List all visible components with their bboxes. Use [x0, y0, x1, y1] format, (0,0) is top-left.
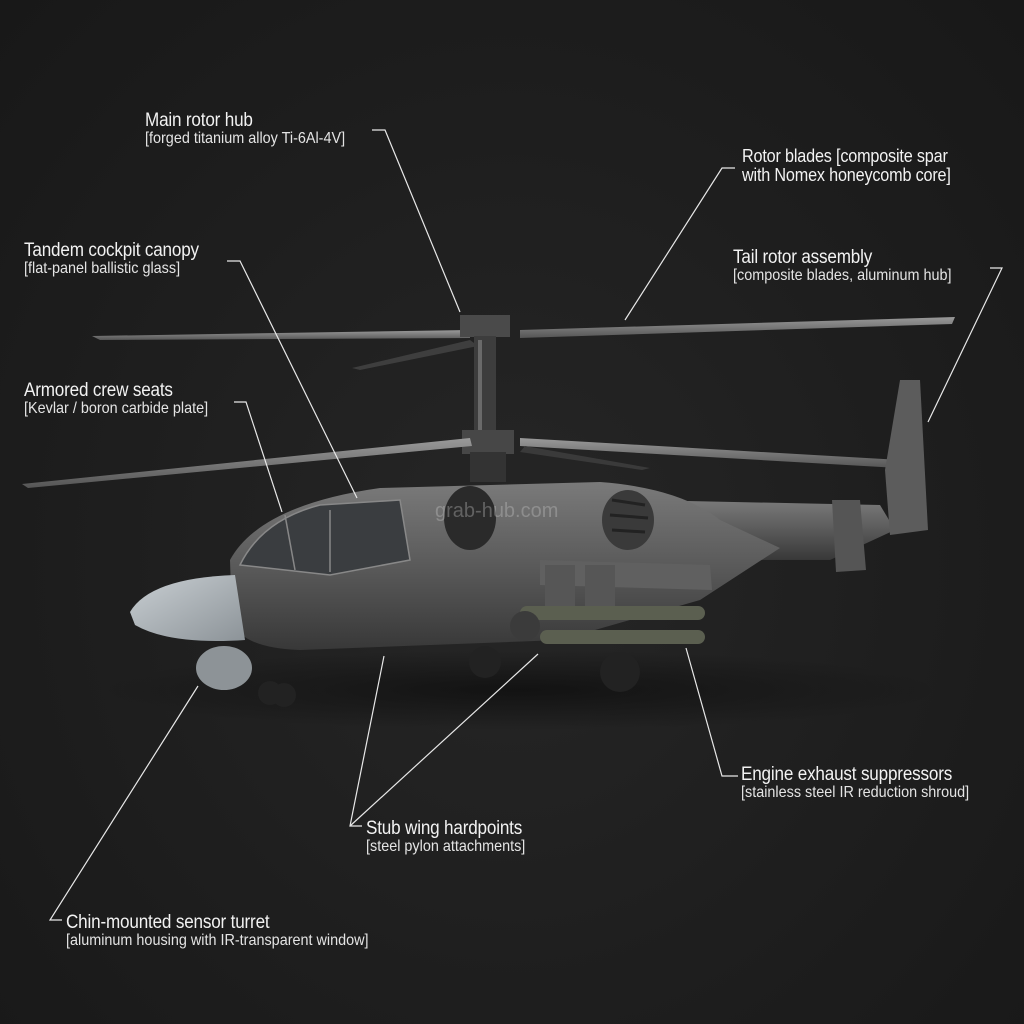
- leader-rotor-blades: [624, 167, 735, 321]
- callout-chin-mounted-sensor-turret: Chin-mounted sensor turret [aluminum hou…: [66, 913, 402, 950]
- chin-sensor-turret: [196, 646, 252, 690]
- leader-stub-wing-hardpoints-b: [349, 653, 539, 827]
- leader-tandem-cockpit-canopy: [227, 260, 358, 499]
- callout-title: Engine exhaust suppressors: [741, 764, 953, 785]
- engine-exhaust: [602, 490, 654, 550]
- callout-material: [steel pylon attachments]: [366, 837, 526, 855]
- leader-tail-rotor-assembly: [927, 267, 1003, 423]
- stabilizer-fin: [832, 500, 866, 572]
- callout-engine-exhaust-suppressors: Engine exhaust suppressors [stainless st…: [741, 765, 994, 802]
- leader-chin-mounted-sensor-turret: [48, 685, 199, 921]
- callout-armored-crew-seats: Armored crew seats [Kevlar / boron carbi…: [24, 381, 229, 418]
- callout-tandem-cockpit-canopy: Tandem cockpit canopy [flat-panel ballis…: [24, 241, 218, 278]
- leader-lines: [48, 129, 1003, 921]
- weapon-pod-upper: [520, 606, 705, 620]
- engine-intake: [444, 486, 496, 550]
- callout-title: Rotor blades [composite spar: [742, 146, 948, 166]
- landing-gear: [258, 646, 640, 707]
- callout-stub-wing-hardpoints: Stub wing hardpoints [steel pylon attach…: [366, 819, 543, 856]
- callout-material: [aluminum housing with IR-transparent wi…: [66, 931, 369, 949]
- callout-material: [composite blades, aluminum hub]: [733, 266, 952, 284]
- rotor-mast: [460, 315, 514, 482]
- leader-main-rotor-hub: [372, 129, 461, 313]
- callout-tail-rotor-assembly: Tail rotor assembly [composite blades, a…: [733, 248, 976, 285]
- lower-rotor-blades: [22, 438, 900, 488]
- rocket-pod: [510, 611, 540, 641]
- callout-title: Tandem cockpit canopy: [24, 240, 199, 261]
- tail-fin: [885, 380, 928, 535]
- leader-armored-crew-seats: [234, 401, 283, 513]
- callout-title: Tail rotor assembly: [733, 247, 873, 268]
- callout-material: with Nomex honeycomb core]: [742, 164, 951, 185]
- callout-rotor-blades: Rotor blades [composite spar with Nomex …: [742, 147, 974, 185]
- callout-material: [stainless steel IR reduction shroud]: [741, 783, 970, 801]
- nose-cone: [130, 575, 245, 641]
- stub-wing: [540, 560, 712, 590]
- callout-material: [flat-panel ballistic glass]: [24, 259, 181, 277]
- ground-shadow: [100, 650, 940, 730]
- watermark: grab-hub.com: [435, 500, 559, 522]
- upper-rotor-blades: [92, 317, 955, 370]
- callout-main-rotor-hub: Main rotor hub [forged titanium alloy Ti…: [145, 111, 367, 148]
- callout-title: Armored crew seats: [24, 380, 173, 401]
- callout-title: Stub wing hardpoints: [366, 818, 523, 839]
- weapon-pod-lower: [540, 630, 705, 644]
- callout-material: [forged titanium alloy Ti-6Al-4V]: [145, 129, 346, 147]
- leader-engine-exhaust-suppressors: [685, 647, 738, 777]
- callout-title: Chin-mounted sensor turret: [66, 912, 270, 933]
- callout-material: [Kevlar / boron carbide plate]: [24, 399, 209, 417]
- callout-title: Main rotor hub: [145, 110, 253, 131]
- cockpit-canopy: [238, 499, 411, 576]
